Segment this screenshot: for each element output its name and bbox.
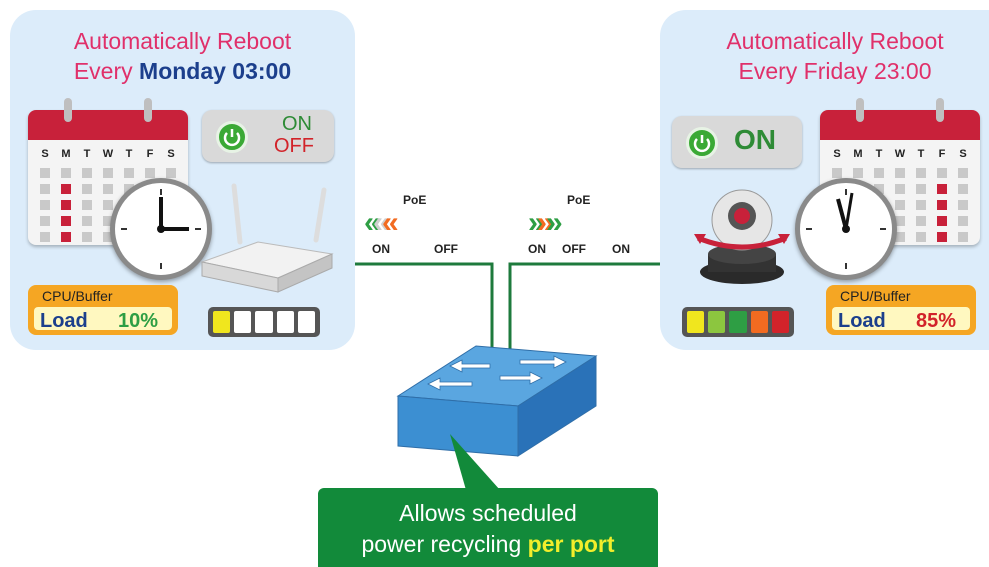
poe-right-label: PoE <box>567 193 591 207</box>
right-title: Automatically Reboot Every Friday 23:00 <box>680 26 989 86</box>
right-cpu-label: CPU/Buffer <box>840 288 911 304</box>
callout-line1: Allows scheduled <box>399 500 577 526</box>
poe-left-off: OFF <box>434 242 458 256</box>
left-title-highlight: Monday 03:00 <box>139 58 292 84</box>
meter-cell <box>255 311 273 333</box>
router-icon <box>200 183 334 293</box>
right-title-line1: Automatically Reboot <box>726 28 944 54</box>
left-load-meter <box>208 307 320 337</box>
left-off-label: OFF <box>274 135 314 157</box>
callout-line2-highlight: per port <box>527 531 615 557</box>
poe-right-on2: ON <box>612 242 630 256</box>
meter-cell <box>234 311 252 333</box>
right-cpu-load-badge: CPU/Buffer Load 85% <box>826 285 976 335</box>
right-load-meter <box>682 307 794 337</box>
poe-left-on: ON <box>372 242 390 256</box>
poe-left-label: PoE <box>403 193 427 207</box>
left-load-label: Load <box>40 310 88 332</box>
right-power-icon <box>686 127 718 159</box>
meter-cell <box>771 311 790 333</box>
left-title: Automatically Reboot Every Monday 03:00 <box>10 26 355 86</box>
meter-cell <box>276 311 294 333</box>
left-cpu-label: CPU/Buffer <box>42 288 113 304</box>
right-on-switch: ON <box>672 116 802 168</box>
right-load-label: Load <box>838 310 886 332</box>
meter-cell <box>213 311 231 333</box>
poe-right-off: OFF <box>562 242 586 256</box>
poe-right-on1: ON <box>528 242 546 256</box>
meter-cell <box>750 311 768 333</box>
meter-cell <box>708 311 726 333</box>
right-load-value: 85% <box>916 310 957 332</box>
ip-camera-icon <box>694 189 790 284</box>
left-title-line1: Automatically Reboot <box>73 28 292 54</box>
feature-callout: Allows scheduled power recycling per por… <box>318 488 658 567</box>
callout-line2-prefix: power recycling <box>361 531 528 557</box>
poe-right-chevrons: » » » <box>528 206 563 239</box>
right-clock-icon <box>795 178 897 280</box>
poe-left-chevrons: « « « <box>364 206 399 239</box>
meter-cell <box>297 311 316 333</box>
left-title-prefix: Every <box>73 58 140 84</box>
right-on-label: ON <box>734 124 776 155</box>
left-on-label: ON <box>282 113 312 135</box>
network-switch-icon <box>396 345 598 457</box>
right-title-line2: Every Friday 23:00 <box>738 58 932 84</box>
left-cpu-load-badge: CPU/Buffer Load 10% <box>28 285 178 335</box>
left-clock-icon <box>110 178 212 280</box>
left-load-value: 10% <box>118 310 159 332</box>
left-on-off-switch: ON OFF <box>202 110 334 162</box>
meter-cell <box>729 311 747 333</box>
left-power-icon <box>216 121 248 153</box>
callout-pointer <box>450 434 500 490</box>
meter-cell <box>687 311 705 333</box>
